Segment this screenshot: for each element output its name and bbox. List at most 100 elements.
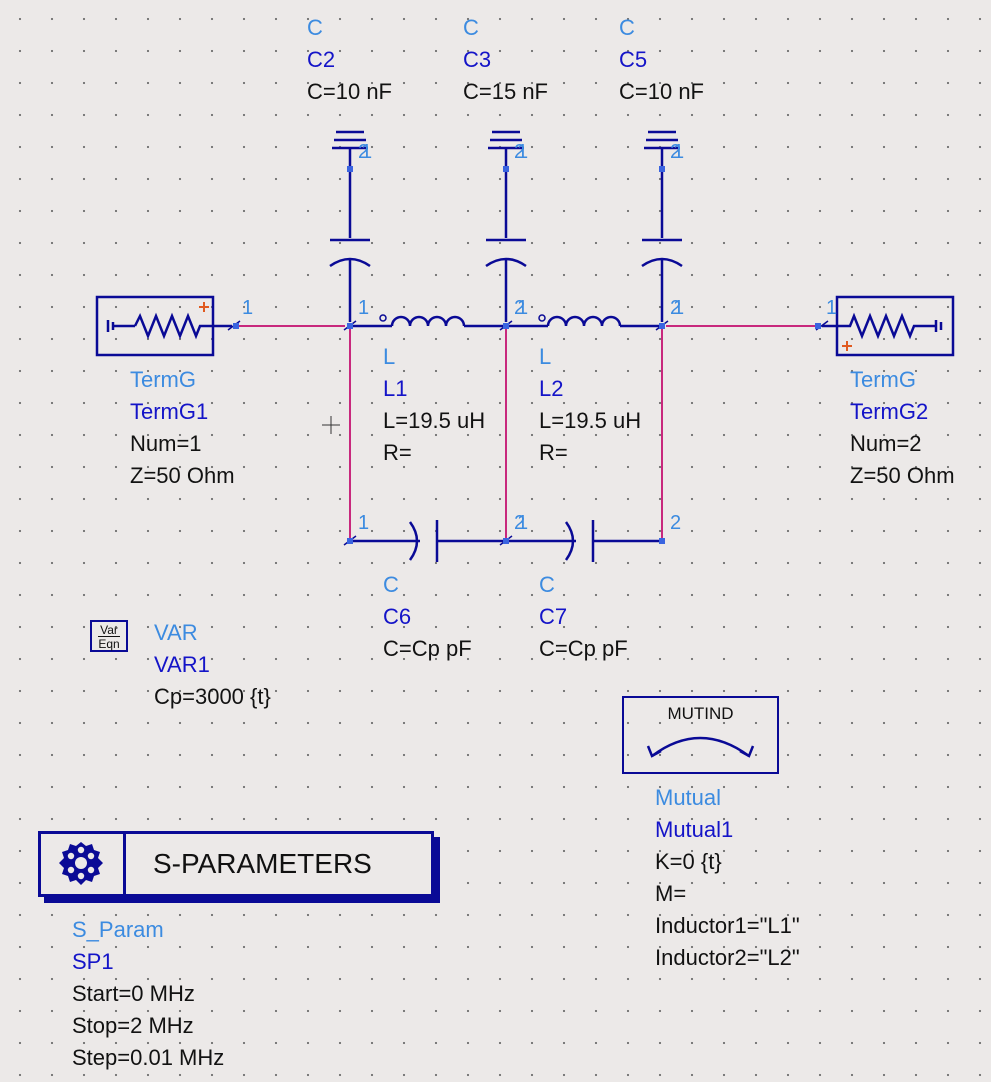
c7-type: C — [539, 572, 555, 597]
c5-param: C=10 nF — [619, 79, 704, 104]
c6-param: C=Cp pF — [383, 636, 472, 661]
l1-name: L1 — [383, 376, 408, 401]
sparam-step: Step=0.01 MHz — [72, 1045, 225, 1070]
label-mutual[interactable]: Mutual Mutual1 K=0 {t} M= Inductor1="L1"… — [655, 782, 800, 974]
label-l2[interactable]: L L2 L=19.5 uH R= — [539, 341, 641, 469]
l1-param-r: R= — [383, 440, 412, 465]
c6-pin-right: 2 — [514, 512, 526, 534]
pin-ticks — [227, 320, 829, 546]
sparam-icon-box — [41, 834, 126, 894]
c2-param: C=10 nF — [307, 79, 392, 104]
l2-param-l: L=19.5 uH — [539, 408, 642, 433]
c7-pin-right: 2 — [670, 512, 682, 534]
termg2-name: TermG2 — [850, 399, 929, 424]
c2-pin-top: 2 — [358, 141, 370, 163]
label-c3[interactable]: C C3 C=15 nF — [463, 12, 548, 108]
label-c7[interactable]: C C7 C=Cp pF — [539, 569, 628, 665]
sparam-title: S-PARAMETERS — [153, 848, 372, 879]
mutual-inductor2: Inductor2="L2" — [655, 945, 800, 970]
wire-net[interactable] — [236, 325, 820, 541]
termg2-symbol[interactable] — [822, 295, 955, 357]
c5-pin-bottom: 1 — [673, 141, 685, 163]
l2-param-r: R= — [539, 440, 568, 465]
gear-network-icon — [59, 842, 103, 885]
l2-type: L — [539, 344, 552, 369]
var-eqn-icon[interactable]: Var Eqn — [90, 620, 128, 652]
mutual-name: Mutual1 — [655, 817, 734, 842]
capacitor-c7-symbol[interactable] — [508, 520, 660, 562]
c2-type: C — [307, 15, 323, 40]
mutual-m: M= — [655, 881, 687, 906]
c7-name: C7 — [539, 604, 568, 629]
c3-type: C — [463, 15, 479, 40]
termg2-z: Z=50 Ohm — [850, 463, 955, 488]
c3-param: C=15 nF — [463, 79, 548, 104]
l2-name: L2 — [539, 376, 564, 401]
inductor-l1-symbol[interactable] — [352, 314, 504, 328]
c3-pin-top: 2 — [514, 141, 526, 163]
sparam-block[interactable]: S-PARAMETERS — [38, 831, 434, 897]
label-c6[interactable]: C C6 C=Cp pF — [383, 569, 472, 665]
capacitor-c5-symbol[interactable] — [641, 130, 683, 322]
sparam-start: Start=0 MHz — [72, 981, 195, 1006]
l1-pin-left: 1 — [358, 297, 370, 319]
label-termg2[interactable]: TermG TermG2 Num=2 Z=50 Ohm — [850, 364, 955, 492]
capacitor-c3-symbol[interactable] — [485, 130, 527, 322]
label-c2[interactable]: C C2 C=10 nF — [307, 12, 392, 108]
c2-name: C2 — [307, 47, 336, 72]
sparam-type: S_Param — [72, 917, 164, 942]
termg2-pin: 1 — [826, 297, 838, 319]
mutind-title: MUTIND — [667, 704, 734, 723]
termg1-symbol[interactable] — [95, 295, 232, 357]
c7-pin-left: 1 — [517, 512, 529, 534]
capacitor-c2-symbol[interactable] — [329, 130, 371, 322]
sparam-stop: Stop=2 MHz — [72, 1013, 194, 1038]
mutual-inductor1: Inductor1="L1" — [655, 913, 800, 938]
c6-type: C — [383, 572, 399, 597]
l1-type: L — [383, 344, 396, 369]
termg1-pin: 1 — [242, 297, 254, 319]
var-param: Cp=3000 {t} — [154, 684, 271, 709]
label-c5[interactable]: C C5 C=10 nF — [619, 12, 704, 108]
coupling-arc-icon — [646, 736, 755, 758]
c3-pin-bottom: 1 — [517, 141, 529, 163]
c5-name: C5 — [619, 47, 648, 72]
label-l1[interactable]: L L1 L=19.5 uH R= — [383, 341, 485, 469]
var-icon-top: Var — [98, 624, 120, 637]
l2-pin-left: 1 — [517, 297, 529, 319]
label-sparam[interactable]: S_Param SP1 Start=0 MHz Stop=2 MHz Step=… — [72, 914, 224, 1074]
pin-dots — [233, 166, 821, 544]
c5-pin-top: 2 — [670, 141, 682, 163]
termg1-name: TermG1 — [130, 399, 209, 424]
c5-pin-lower: 1 — [673, 297, 685, 319]
crosshair-cursor-icon — [322, 416, 340, 434]
mutual-k: K=0 {t} — [655, 849, 722, 874]
termg2-num: Num=2 — [850, 431, 922, 456]
c3-name: C3 — [463, 47, 492, 72]
plus-marker-termg2 — [842, 341, 852, 351]
label-termg1[interactable]: TermG TermG1 Num=1 Z=50 Ohm — [130, 364, 235, 492]
termg1-type: TermG — [130, 367, 196, 392]
capacitor-c6-symbol[interactable] — [352, 520, 504, 562]
plus-marker-termg1 — [199, 302, 209, 312]
l2-pin-right: 2 — [670, 297, 682, 319]
var-type: VAR — [154, 620, 198, 645]
l1-param-l: L=19.5 uH — [383, 408, 486, 433]
mutind-block[interactable]: MUTIND — [622, 696, 779, 774]
c5-type: C — [619, 15, 635, 40]
termg2-type: TermG — [850, 367, 916, 392]
c2-pin-bottom: 1 — [361, 141, 373, 163]
var-icon-bottom: Eqn — [98, 637, 120, 651]
sparam-name: SP1 — [72, 949, 114, 974]
termg1-num: Num=1 — [130, 431, 202, 456]
c6-pin-left: 1 — [358, 512, 370, 534]
l1-pin-right: 2 — [514, 297, 526, 319]
label-var[interactable]: VAR VAR1 Cp=3000 {t} — [154, 617, 271, 713]
inductor-l2-symbol[interactable] — [508, 314, 660, 328]
mutual-type: Mutual — [655, 785, 722, 810]
c6-name: C6 — [383, 604, 412, 629]
termg1-z: Z=50 Ohm — [130, 463, 235, 488]
var-name: VAR1 — [154, 652, 210, 677]
c7-param: C=Cp pF — [539, 636, 628, 661]
